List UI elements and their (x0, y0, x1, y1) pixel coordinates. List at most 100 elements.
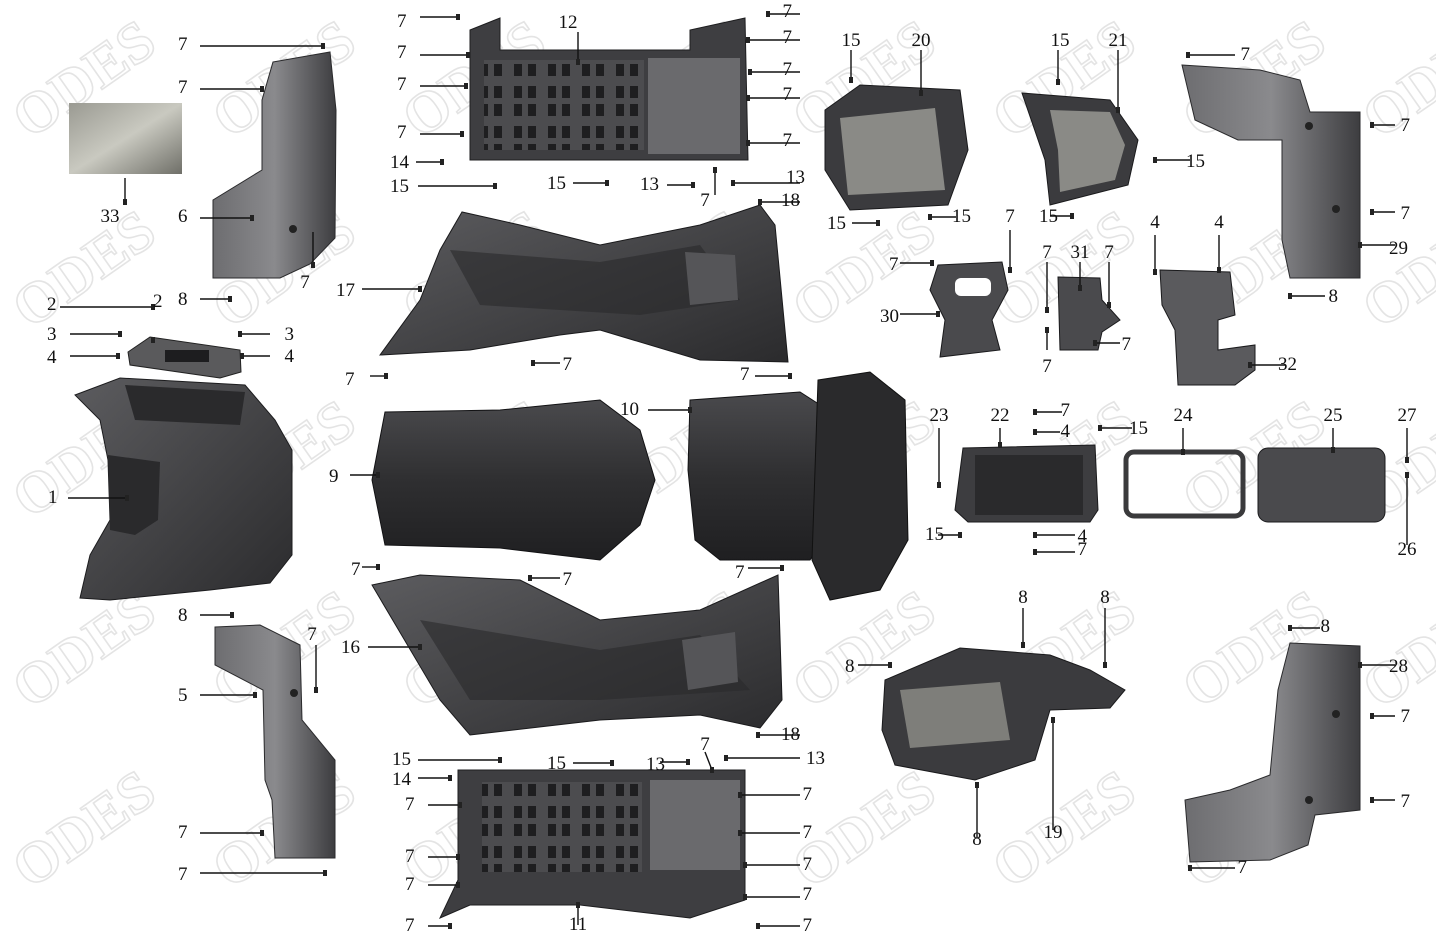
fastener-mark (1093, 340, 1097, 346)
callout-number: 7 (345, 369, 355, 390)
callout-number: 7 (351, 559, 361, 580)
callout-number: 4 (47, 347, 57, 368)
fastener-mark (605, 180, 609, 186)
fastener-mark (458, 802, 462, 808)
callout-number: 7 (700, 190, 710, 211)
callout-number: 8 (178, 605, 188, 626)
fastener-mark (743, 862, 747, 868)
fastener-mark (314, 687, 318, 693)
callout-number: 15 (842, 30, 861, 51)
callout-number: 7 (300, 272, 310, 293)
part-32-bracket (1159, 269, 1256, 386)
watermark-text: ODES (780, 197, 947, 341)
callout-number: 15 (547, 173, 566, 194)
cover-inset (840, 108, 945, 195)
fastener-mark (456, 14, 460, 20)
fastener-mark (1033, 409, 1037, 415)
fastener-mark (1331, 447, 1335, 453)
callout-number: 7 (307, 624, 317, 645)
callout-number: 7 (783, 84, 793, 105)
callout-number: 7 (1042, 356, 1052, 377)
fastener-mark (1217, 267, 1221, 273)
fastener-mark (746, 140, 750, 146)
fastener-mark (1370, 713, 1374, 719)
fastener-mark (1056, 79, 1060, 85)
fastener-mark (928, 214, 932, 220)
part-1-front-hood (74, 377, 293, 601)
fastener-mark (498, 757, 502, 763)
fastener-mark (1103, 662, 1107, 668)
fastener-mark (238, 331, 242, 337)
part-9-seat (371, 399, 656, 561)
watermark-text: ODES (0, 757, 167, 901)
callout-number: 17 (336, 280, 355, 301)
callout-number: 8 (1321, 616, 1331, 637)
callout-number: 19 (1044, 822, 1063, 843)
fastener-mark (888, 662, 892, 668)
callout-number: 7 (740, 364, 750, 385)
callout-number: 7 (1401, 706, 1411, 727)
fastener-mark (466, 52, 470, 58)
panel-facet (420, 620, 750, 700)
fastener-mark (151, 337, 155, 343)
fastener-mark (1008, 267, 1012, 273)
fastener-mark (311, 262, 315, 268)
callout-number: 7 (178, 34, 188, 55)
callout-number: 14 (392, 769, 412, 790)
fastener-mark (456, 854, 460, 860)
fastener-mark (531, 360, 535, 366)
fastener-mark (440, 159, 444, 165)
fastener-mark (448, 923, 452, 929)
callout-number: 7 (1061, 400, 1071, 421)
watermark-text: ODES (0, 197, 167, 341)
callout-number: 7 (405, 846, 415, 867)
fastener-mark (1153, 157, 1157, 163)
callout-number: 10 (620, 399, 639, 420)
fastener-mark (1033, 532, 1037, 538)
fastener-mark (493, 183, 497, 189)
fastener-mark (384, 373, 388, 379)
callout-number: 2 (153, 291, 163, 312)
part-30-bracket (929, 261, 1009, 358)
fastener-mark (125, 495, 129, 501)
fastener-mark (1188, 865, 1192, 871)
hood-opening (125, 385, 245, 425)
fastener-mark (758, 199, 762, 205)
callout-number: 7 (178, 77, 188, 98)
callout-number: 22 (991, 405, 1010, 426)
callout-number: 7 (889, 254, 899, 275)
callout-number: 20 (912, 30, 931, 51)
callout-number: 2 (47, 294, 57, 315)
fastener-mark (260, 86, 264, 92)
callout-number: 7 (1241, 44, 1251, 65)
leader-lines (60, 11, 1409, 929)
callout-number: 8 (1329, 286, 1339, 307)
fastener-mark (1288, 293, 1292, 299)
callout-number: 7 (1401, 203, 1411, 224)
fastener-mark (958, 532, 962, 538)
hood-vent (108, 455, 160, 535)
callout-number: 33 (101, 206, 120, 227)
fastener-mark (253, 692, 257, 698)
fastener-mark (1186, 52, 1190, 58)
fastener-mark (1370, 209, 1374, 215)
callout-number: 31 (1071, 242, 1090, 263)
callout-number: 7 (405, 874, 415, 895)
fastener-mark (738, 830, 742, 836)
callout-number: 15 (827, 213, 846, 234)
fastener-mark (1358, 242, 1362, 248)
fastener-mark (876, 220, 880, 226)
callout-number: 7 (783, 27, 793, 48)
callout-number: 7 (1078, 539, 1088, 560)
callout-number: 12 (559, 12, 578, 33)
callout-number: 7 (563, 354, 573, 375)
fastener-mark (228, 296, 232, 302)
callout-number: 8 (1100, 587, 1110, 608)
fastener-mark (930, 260, 934, 266)
fastener-mark (1033, 429, 1037, 435)
fastener-mark (746, 37, 750, 43)
fastener-mark (250, 215, 254, 221)
fastener-mark (975, 782, 979, 788)
callout-number: 7 (783, 1, 793, 22)
